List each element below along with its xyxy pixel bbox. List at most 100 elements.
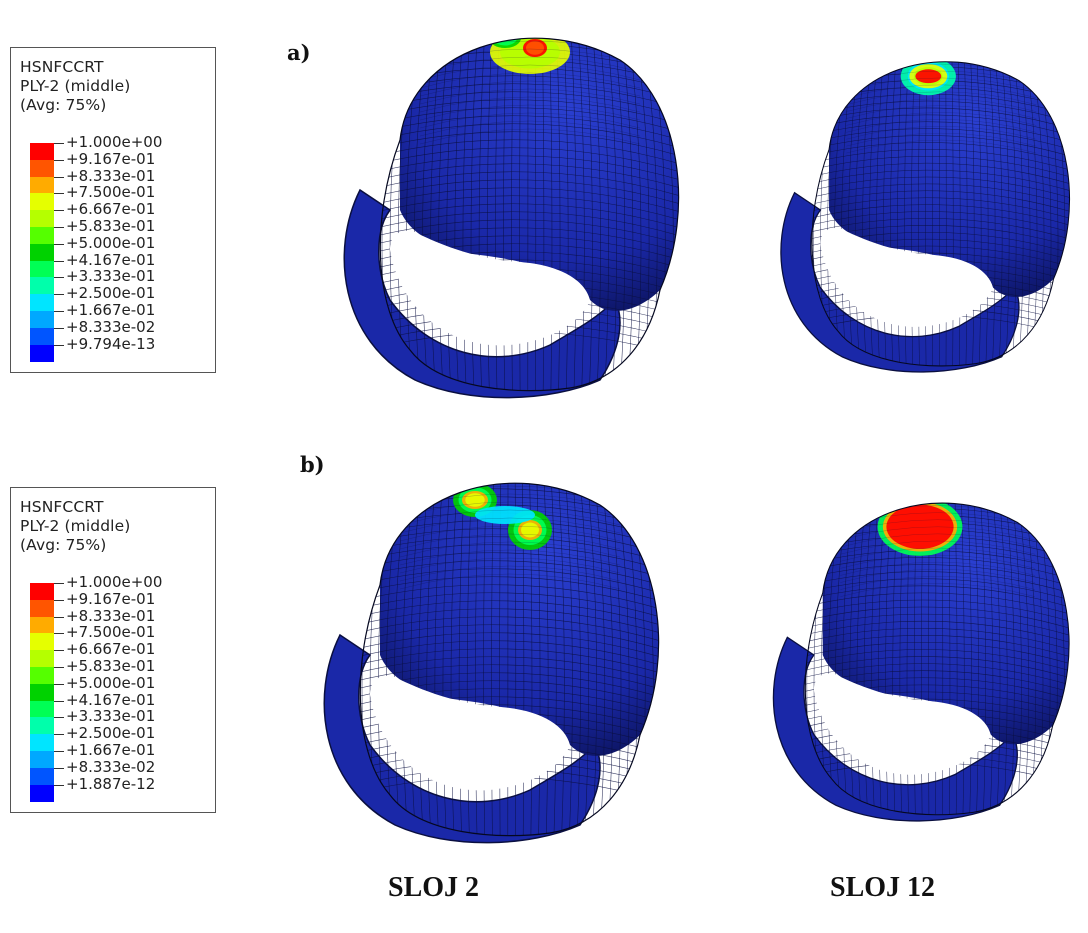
legend-tick bbox=[54, 193, 64, 195]
legend-swatch bbox=[30, 650, 54, 668]
legend-averaging: (Avg: 75%) bbox=[20, 96, 107, 114]
legend-color-bar bbox=[30, 143, 54, 362]
helmet-strap bbox=[323, 633, 601, 844]
legend-tick bbox=[54, 616, 64, 618]
legend-value-label: +5.000e-01 bbox=[66, 233, 156, 252]
legend-swatch bbox=[30, 210, 54, 228]
legend-ply: PLY-2 (middle) bbox=[20, 517, 131, 535]
damage-spot bbox=[475, 506, 535, 524]
legend-tick bbox=[54, 344, 64, 346]
legend-tick bbox=[54, 599, 64, 601]
legend-swatch bbox=[30, 227, 54, 245]
legend-value-label: +3.333e-01 bbox=[66, 707, 156, 726]
helmet-outline bbox=[804, 502, 1070, 816]
legend-value-label: +5.833e-01 bbox=[66, 217, 156, 235]
legend-tick bbox=[54, 243, 64, 245]
panel-label-b: b) bbox=[300, 452, 325, 477]
helmet-b-sloj12 bbox=[772, 502, 1070, 822]
legend-swatch bbox=[30, 717, 54, 735]
damage-spot bbox=[886, 504, 954, 549]
legend-tick bbox=[54, 260, 64, 262]
legend-swatch bbox=[30, 260, 54, 278]
legend-swatch bbox=[30, 143, 54, 161]
legend-tick bbox=[54, 159, 64, 161]
legend-swatch bbox=[30, 327, 54, 346]
legend-swatch bbox=[30, 784, 54, 802]
legend-swatch bbox=[30, 193, 54, 211]
helmet-outline bbox=[379, 37, 680, 392]
helmet-b-sloj2 bbox=[323, 482, 660, 844]
legend-value-label: +2.500e-01 bbox=[66, 284, 156, 303]
contour-legend-b: HSNFCCRT PLY-2 (middle) (Avg: 75%) +1.00… bbox=[10, 487, 216, 813]
legend-tick bbox=[54, 767, 64, 769]
caption-sloj-12: SLOJ 12 bbox=[830, 872, 936, 903]
legend-swatch bbox=[30, 633, 54, 651]
legend-value-label: +8.333e-01 bbox=[66, 166, 156, 185]
legend-tick bbox=[54, 650, 64, 652]
legend-swatch bbox=[30, 599, 54, 618]
legend-ply: PLY-2 (middle) bbox=[20, 77, 131, 95]
legend-value-label: +9.794e-13 bbox=[66, 334, 156, 353]
contour-legend-a: HSNFCCRT PLY-2 (middle) (Avg: 75%) +1.00… bbox=[10, 47, 216, 373]
legend-color-bar bbox=[30, 583, 54, 802]
legend-swatch bbox=[30, 277, 54, 295]
legend-tick bbox=[54, 227, 64, 228]
legend-tick bbox=[54, 327, 64, 329]
legend-value-label: +8.333e-01 bbox=[66, 606, 156, 625]
helmet-a-sloj12 bbox=[780, 61, 1070, 373]
legend-value-label: +1.887e-12 bbox=[66, 774, 156, 793]
legend-swatch bbox=[30, 700, 54, 718]
legend-value-label: +8.333e-02 bbox=[66, 757, 156, 776]
damage-spot bbox=[915, 69, 942, 84]
legend-value-label: +9.167e-01 bbox=[66, 589, 156, 608]
legend-tick bbox=[54, 210, 64, 212]
legend-swatch bbox=[30, 311, 54, 329]
legend-tick bbox=[54, 734, 64, 736]
legend-tick bbox=[54, 176, 64, 178]
legend-tick bbox=[54, 311, 64, 312]
legend-swatch bbox=[30, 176, 54, 194]
legend-tick bbox=[54, 294, 64, 296]
legend-swatch bbox=[30, 159, 54, 178]
legend-variable: HSNFCCRT bbox=[20, 58, 104, 76]
legend-tick bbox=[54, 633, 64, 635]
legend-tick bbox=[54, 683, 64, 685]
legend-tick bbox=[54, 277, 64, 279]
legend-value-label: +5.833e-01 bbox=[66, 657, 156, 675]
helmet-outline bbox=[359, 482, 660, 837]
damage-spot bbox=[465, 493, 485, 507]
legend-swatch bbox=[30, 683, 54, 702]
legend-value-label: +7.500e-01 bbox=[66, 623, 156, 642]
legend-swatch bbox=[30, 734, 54, 752]
legend-tick bbox=[54, 667, 64, 668]
caption-sloj-2: SLOJ 2 bbox=[388, 872, 480, 903]
legend-swatch bbox=[30, 243, 54, 262]
legend-value-label: +3.333e-01 bbox=[66, 267, 156, 286]
legend-tick bbox=[54, 143, 64, 144]
legend-tick bbox=[54, 751, 64, 752]
legend-swatch bbox=[30, 583, 54, 601]
damage-spot bbox=[521, 522, 539, 538]
legend-swatch bbox=[30, 667, 54, 685]
legend-averaging: (Avg: 75%) bbox=[20, 536, 107, 554]
legend-value-label: +4.167e-01 bbox=[66, 250, 156, 269]
legend-tick bbox=[54, 717, 64, 719]
legend-swatch bbox=[30, 344, 54, 362]
legend-value-label: +7.500e-01 bbox=[66, 183, 156, 202]
legend-value-label: +1.000e+00 bbox=[66, 573, 163, 591]
helmet-outline bbox=[811, 61, 1070, 367]
legend-variable: HSNFCCRT bbox=[20, 498, 104, 516]
panel-label-a: a) bbox=[287, 40, 311, 65]
legend-tick bbox=[54, 583, 64, 584]
damage-spot bbox=[493, 38, 517, 46]
legend-value-label: +1.000e+00 bbox=[66, 133, 163, 151]
helmet-strap bbox=[343, 188, 621, 399]
legend-value-label: +1.667e-01 bbox=[66, 301, 156, 319]
legend-value-label: +1.667e-01 bbox=[66, 741, 156, 759]
legend-value-label: +5.000e-01 bbox=[66, 673, 156, 692]
legend-value-label: +6.667e-01 bbox=[66, 640, 156, 659]
legend-value-label: +6.667e-01 bbox=[66, 200, 156, 219]
legend-value-label: +8.333e-02 bbox=[66, 317, 156, 336]
legend-swatch bbox=[30, 616, 54, 634]
legend-value-label: +2.500e-01 bbox=[66, 724, 156, 743]
